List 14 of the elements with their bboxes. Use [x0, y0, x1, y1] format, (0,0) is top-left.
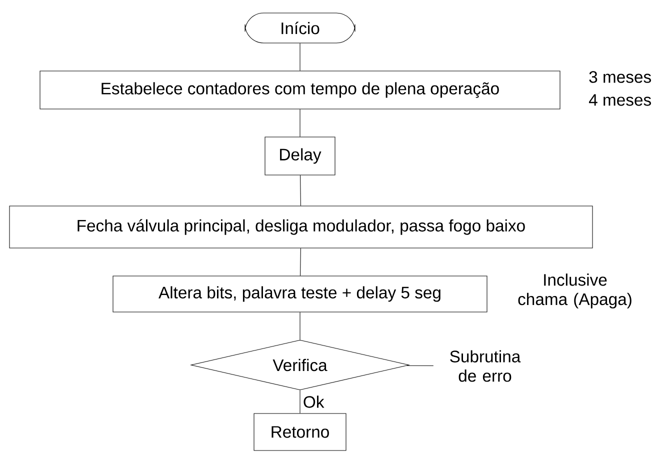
subroutine-text: Subrutina de erro: [450, 350, 521, 382]
side-note: 3 meses: [589, 71, 651, 83]
process-box: Delay: [264, 136, 336, 176]
connector-line: [300, 175, 301, 206]
process-box: Estabelece contadores com tempo de plena operação: [40, 70, 560, 110]
side-note: Inclusive chama (Apaga): [518, 274, 632, 308]
process-box: Fecha válvula principal, desliga modulador, passa fogo baixo: [9, 206, 593, 248]
connector-line: [406, 365, 434, 366]
edge-label: Ok: [304, 396, 324, 408]
process-box: Retorno: [254, 413, 346, 451]
process-box: Altera bits, palavra teste + delay 5 seg: [112, 276, 488, 312]
side-note: 4 meses: [588, 94, 651, 106]
start-terminal: Início: [244, 12, 356, 44]
connector-line: [300, 248, 301, 276]
